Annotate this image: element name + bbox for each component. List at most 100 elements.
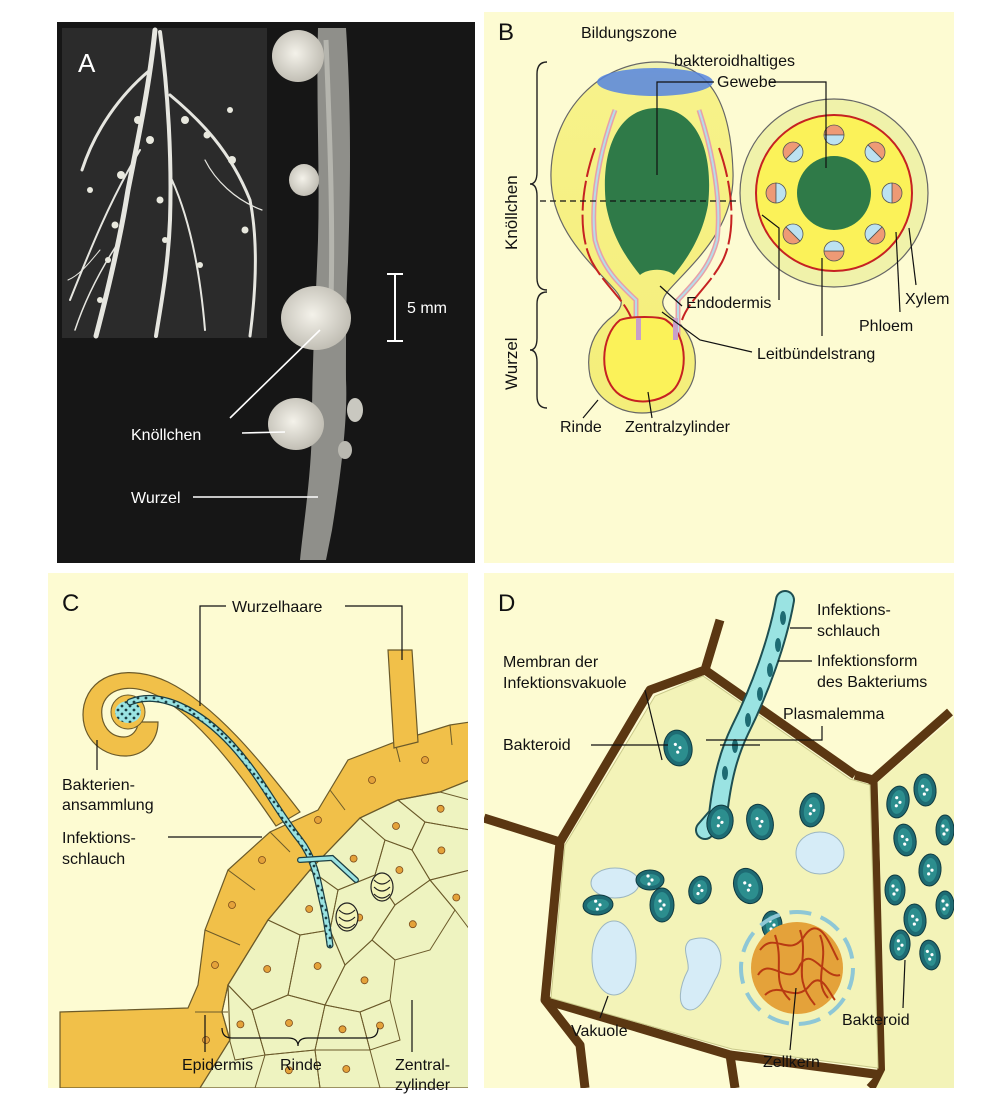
epidermis-nucleus <box>258 856 266 864</box>
bacteroid-granule <box>945 903 949 907</box>
b-nodule-label: Knöllchen <box>502 175 521 250</box>
bacteroid-inner <box>923 944 937 966</box>
infection-thread-branch-inner <box>298 856 358 882</box>
bacteroid-granule <box>922 792 926 796</box>
vascular-strand-left-inner <box>592 109 637 336</box>
bacteroid-granule <box>678 746 682 750</box>
epidermis-nucleus <box>421 756 429 764</box>
phloem-leader <box>895 231 901 313</box>
bacteroid-inner <box>692 880 708 900</box>
cortex-cell <box>221 983 266 1061</box>
panel-b: B Knöllchen Wurzel Bildungszone bakteroi… <box>484 12 954 563</box>
cell-nucleus <box>395 866 404 874</box>
phloem-half <box>782 226 801 245</box>
dividing-cells <box>335 872 394 932</box>
cell-nucleus <box>285 1019 293 1027</box>
photo-nodules <box>268 30 363 459</box>
central-cylinder-leader <box>647 391 653 419</box>
cortex-label: Rinde <box>560 419 602 436</box>
nuclear-envelope <box>739 910 855 1026</box>
bacteroid <box>688 875 712 905</box>
bacteroid-granule <box>716 824 720 828</box>
vascular-bundle <box>823 124 845 146</box>
panel-d: D Infektions- schlauch Infektionsform de… <box>484 573 954 1088</box>
bacteroid <box>919 939 941 971</box>
bacteroid-granule <box>898 800 902 804</box>
bacteria-cluster-label-1: Bakterien- <box>62 777 135 794</box>
bacteroid-granule <box>905 838 909 842</box>
xylem-label: Xylem <box>905 291 949 308</box>
root-strand-l <box>636 318 641 340</box>
bacteroid-granule <box>911 914 915 918</box>
bacteroid-inner <box>889 879 901 901</box>
bacteroid-inner <box>907 908 923 932</box>
infection-thread-label-2: schlauch <box>62 851 125 868</box>
cell-nucleus <box>342 1065 351 1073</box>
bacteroid-inner <box>897 828 913 852</box>
cell-nucleus <box>436 804 445 813</box>
panel-c: C Wurzelhaare Bakterien- ansammlung Infe… <box>48 573 468 1094</box>
bacteroid-right-label: Bakteroid <box>842 1012 910 1029</box>
epidermis-cell-wall <box>227 869 256 891</box>
bacteroid <box>635 869 665 891</box>
bacteroid <box>903 903 927 937</box>
cell-nucleus <box>236 1020 245 1029</box>
bacteroid-granule <box>896 939 900 943</box>
phloem-half <box>782 141 801 160</box>
bacteroid-granule <box>647 882 651 886</box>
bacteroid-granule <box>809 804 813 808</box>
bacteroid <box>935 890 954 920</box>
root-hairs-leader-left <box>199 605 226 706</box>
nodule-label: Knöllchen <box>131 427 201 444</box>
bacteroid-inner <box>803 797 821 823</box>
bacteroid-granule <box>945 828 949 832</box>
bacteroid-granule <box>891 884 895 888</box>
membrane-label-1: Membran der <box>503 654 599 671</box>
plasmalemma-leader <box>706 726 823 741</box>
inset-nodules <box>87 107 249 303</box>
bacteroid-granule <box>658 899 662 903</box>
bacteroid-granule <box>595 907 599 911</box>
xylem-half <box>775 182 787 204</box>
cell-nuclei <box>202 756 461 1075</box>
xylem-half <box>864 223 883 242</box>
formation-zone-label: Bildungszone <box>581 25 677 42</box>
bacteroid-granule <box>697 884 701 888</box>
bacteroid-inner <box>890 790 906 814</box>
cortex-cell <box>314 1049 381 1088</box>
panel-d-letter: D <box>498 590 515 617</box>
vascular-bundle <box>823 240 845 262</box>
cortex-cell <box>359 999 401 1051</box>
bacteroid-granule <box>743 881 747 885</box>
bacteroid-granule <box>925 788 929 792</box>
bacteroid-inner <box>667 734 689 762</box>
vacuole-label: Vakuole <box>571 1023 628 1040</box>
xylem-half <box>823 240 845 252</box>
cell-walls <box>484 618 953 1088</box>
bacteroid-granule <box>760 819 764 824</box>
bacteroid <box>918 853 942 887</box>
cell-nucleus <box>392 822 400 830</box>
bacteroid-granule <box>894 804 898 808</box>
endodermis-label: Endodermis <box>686 295 771 312</box>
epidermis-cell-wall <box>269 831 291 853</box>
cross-section <box>739 98 929 288</box>
vascular-strand-right-inner <box>677 109 720 336</box>
c-central-cylinder-label-2: zylinder <box>395 1077 451 1094</box>
bacteroid-granule <box>696 892 700 896</box>
bacteroid-inner <box>750 808 770 836</box>
vascular-bundle <box>782 223 804 245</box>
nodule-leader-1 <box>229 329 321 419</box>
bacteroid <box>706 804 734 840</box>
bacteroid <box>913 773 937 807</box>
bacteroid-granule <box>676 750 680 754</box>
cell-nucleus <box>437 846 446 855</box>
endodermis-leader <box>659 285 683 307</box>
endodermis-leader-cross <box>761 214 780 300</box>
vascular-bundle <box>864 141 886 163</box>
bacteroid-granule <box>915 918 919 922</box>
bacteroid-granule <box>748 883 752 887</box>
phloem-label: Phloem <box>859 318 913 335</box>
infection-form-label-2: des Bakteriums <box>817 674 927 691</box>
cell-nucleus <box>338 1025 347 1034</box>
